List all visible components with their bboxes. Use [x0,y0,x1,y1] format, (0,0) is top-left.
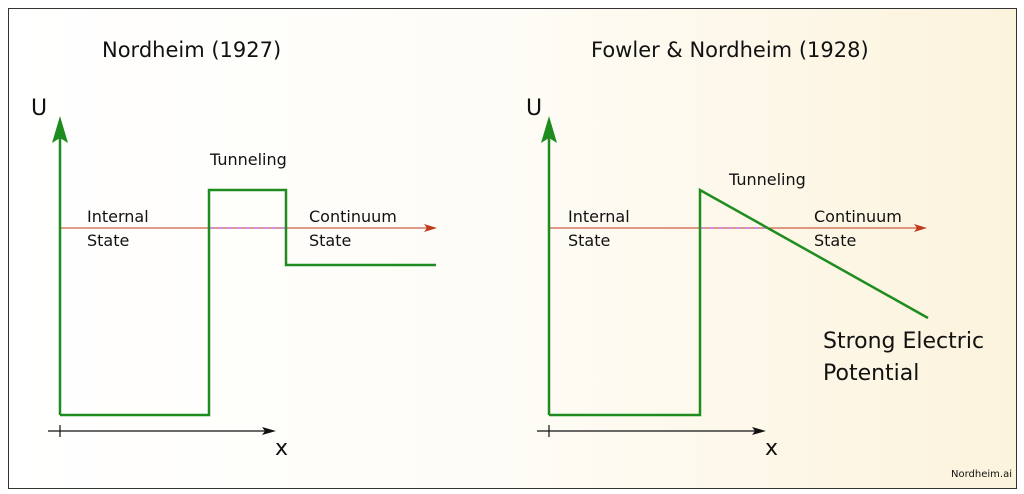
diagram-frame [8,8,1017,489]
right-u-label: U [526,96,543,121]
right-title: Fowler & Nordheim (1928) [591,38,869,62]
left-diagram [48,116,437,437]
label-line: Continuum [309,207,397,226]
label-line: Strong Electric [823,329,985,354]
label-line: Internal [87,207,149,226]
u-axis-arrowhead [541,116,557,143]
left-title: Nordheim (1927) [102,38,282,62]
right-tunneling-label: Tunneling [729,170,806,189]
right-diagram [537,116,929,437]
x-axis-arrowhead [752,427,766,435]
energy-arrowhead [914,224,927,232]
potential-curve [549,187,929,417]
right-x-label: x [765,436,779,461]
watermark: Nordheim.ai [951,469,1012,480]
label-line: State [814,231,857,250]
label-line: State [87,231,130,250]
u-axis-arrowhead [52,116,68,143]
label-line: State [309,231,352,250]
potential-curve [60,188,436,417]
left-tunneling-label: Tunneling [210,150,287,169]
label-line: Continuum [814,207,902,226]
label-line: Internal [568,207,630,226]
left-u-label: U [31,96,48,121]
energy-arrowhead [424,224,437,232]
label-line: Potential [823,361,920,386]
x-axis-arrowhead [262,427,276,435]
label-line: State [568,231,611,250]
left-x-label: x [275,436,289,461]
